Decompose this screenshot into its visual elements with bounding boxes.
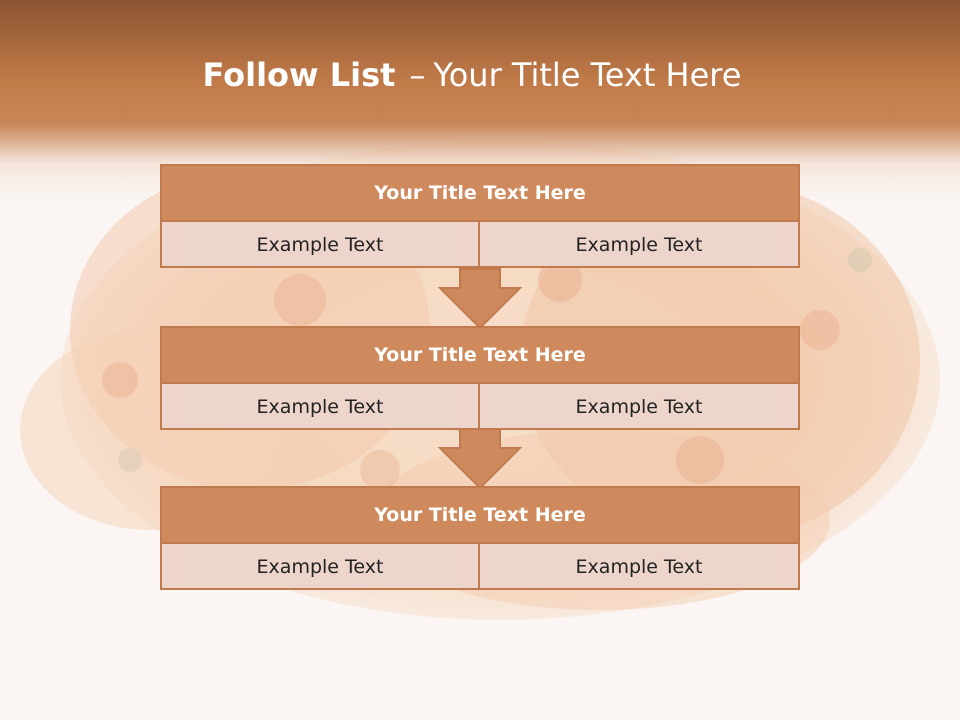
step-cell-right: Example Text [575, 234, 703, 256]
step-cell-right: Example Text [575, 396, 703, 418]
down-arrow-icon [438, 428, 522, 490]
slide-title-rest: Your Title Text Here [433, 56, 742, 94]
list-step-2: Your Title Text Here Example Text Exampl… [160, 326, 800, 430]
step-title: Your Title Text Here [162, 488, 798, 544]
slide-title-separator: – [409, 56, 426, 94]
step-cell-left: Example Text [162, 222, 480, 268]
step-title: Your Title Text Here [162, 166, 798, 222]
step-cell-left: Example Text [162, 384, 480, 430]
down-arrow-icon [438, 268, 522, 330]
slide-title: Follow List–Your Title Text Here [0, 56, 944, 94]
step-cell-left: Example Text [162, 544, 480, 590]
step-cell-right: Example Text [575, 556, 703, 578]
step-title: Your Title Text Here [162, 328, 798, 384]
list-step-3: Your Title Text Here Example Text Exampl… [160, 486, 800, 590]
slide-title-bold: Follow List [202, 56, 396, 94]
list-step-1: Your Title Text Here Example Text Exampl… [160, 164, 800, 268]
